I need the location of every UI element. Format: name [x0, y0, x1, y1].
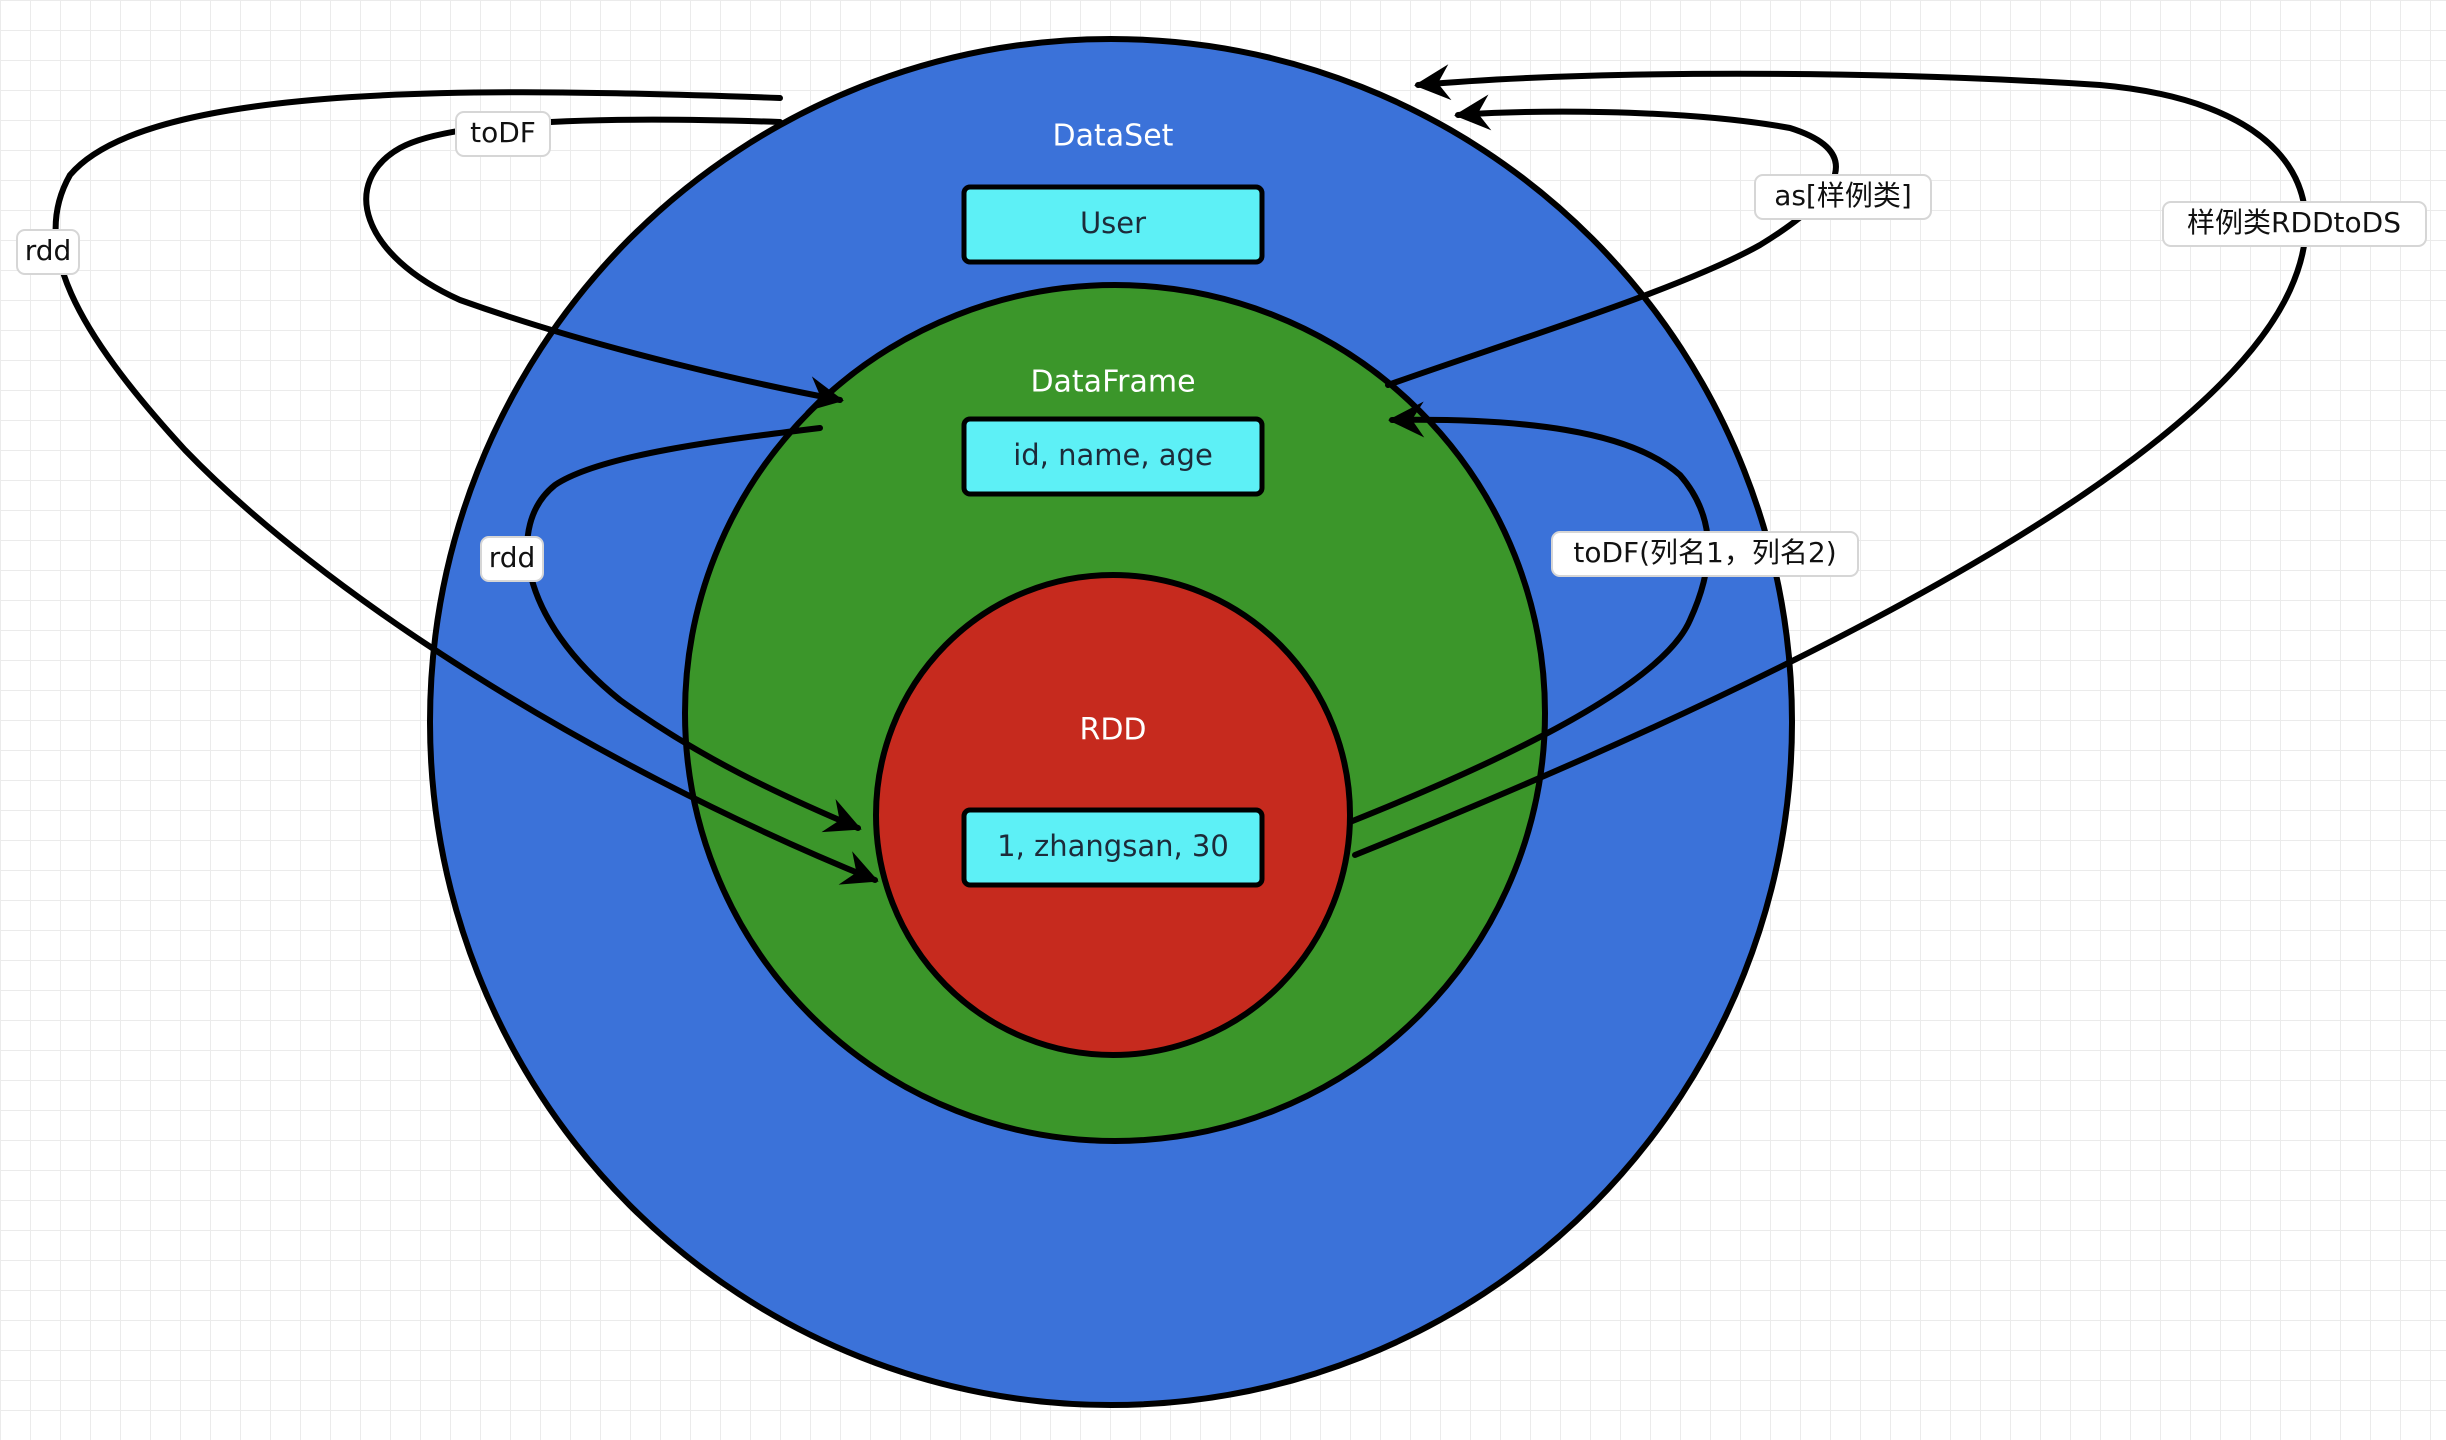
dataset-title: DataSet — [1053, 119, 1174, 154]
label-as-class: as[样例类] — [1754, 174, 1932, 220]
dataset-box-text: User — [1080, 206, 1146, 240]
label-todf-top: toDF — [455, 111, 551, 157]
label-rdd-outer: rdd — [16, 229, 80, 275]
dataframe-box-text: id, name, age — [1013, 438, 1213, 472]
rdd-box-text: 1, zhangsan, 30 — [997, 829, 1229, 863]
label-rdd-to-ds: 样例类RDDtoDS — [2162, 201, 2427, 247]
dataframe-box[interactable] — [961, 416, 1265, 497]
label-rdd-to-ds-text: 样例类RDDtoDS — [2187, 206, 2401, 239]
label-todf-cols-text: toDF(列名1，列名2) — [1573, 536, 1836, 569]
label-rdd-inner: rdd — [480, 536, 544, 582]
label-as-class-text: as[样例类] — [1774, 179, 1912, 212]
rdd-outer-arrow[interactable] — [52, 89, 879, 885]
todf-top-arrow[interactable] — [363, 116, 844, 412]
label-rdd-outer-text: rdd — [25, 234, 72, 267]
dataset-box[interactable] — [961, 184, 1265, 265]
label-rdd-inner-text: rdd — [489, 541, 536, 574]
label-todf-cols: toDF(列名1，列名2) — [1551, 531, 1859, 577]
label-todf-top-text: toDF — [470, 116, 536, 149]
rdd-title: RDD — [1079, 713, 1146, 748]
dataframe-title: DataFrame — [1030, 365, 1195, 400]
rdd-box[interactable] — [961, 807, 1265, 888]
rdd-to-ds-arrow[interactable] — [1352, 64, 2309, 858]
